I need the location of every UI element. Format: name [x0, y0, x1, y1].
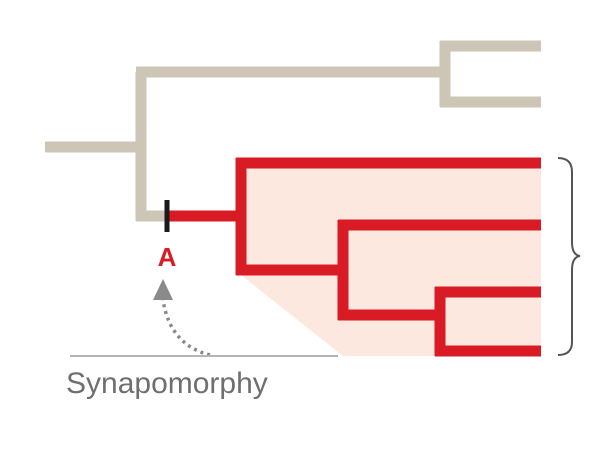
synapomorphy-caption: Synapomorphy — [66, 367, 268, 400]
clade-branches — [166, 157, 541, 357]
outgroup-branches — [45, 40, 541, 222]
curved-dotted-arrow — [161, 299, 211, 357]
arrow-head-icon — [153, 279, 173, 300]
clade-shading — [241, 163, 541, 356]
clade-bracket — [557, 157, 581, 356]
character-marker-label: A — [157, 242, 177, 272]
